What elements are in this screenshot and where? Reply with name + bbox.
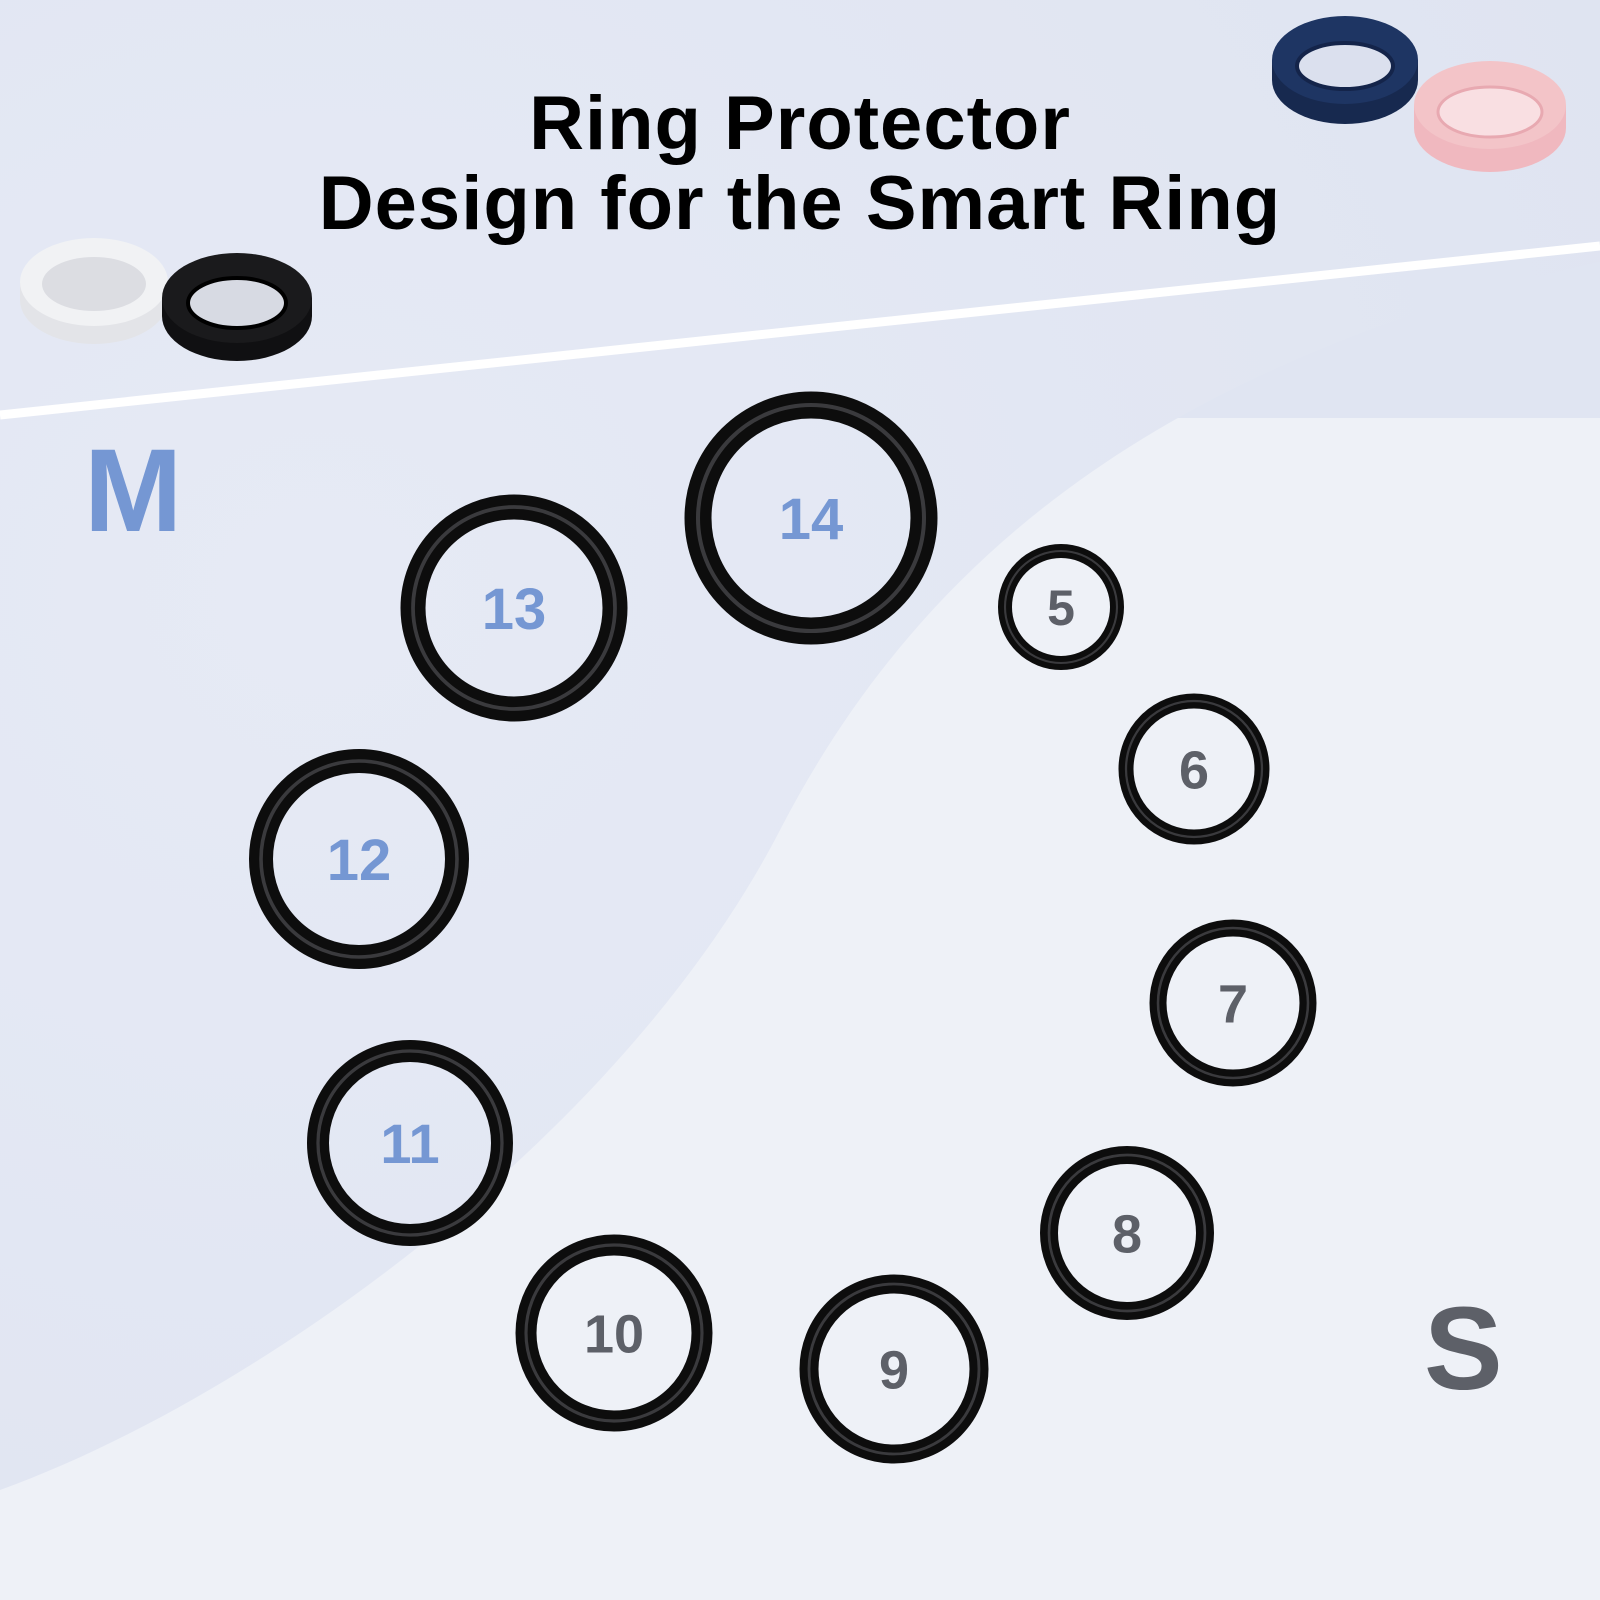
ring-size-label: 9 [879,1340,909,1400]
navy-ring-product [1272,16,1418,124]
ring-size-11: 11 [307,1040,513,1246]
title-line-1: Ring Protector [529,81,1071,166]
black-ring-product [162,253,312,361]
ring-highlight [1124,699,1264,839]
ring-size-8: 8 [1040,1146,1214,1320]
title-line-2: Design for the Smart Ring [318,161,1282,246]
ring-highlight [524,1243,704,1423]
ring-size-label: 6 [1179,740,1209,800]
ring-highlight [1156,926,1310,1080]
ring-highlight [316,1049,504,1237]
ring-highlight [259,759,459,959]
ring-size-label: 12 [327,828,392,893]
divider-line [0,241,1600,420]
ring-size-7: 7 [1149,919,1317,1087]
ring-size-label: 7 [1218,974,1248,1034]
ring-highlight [695,402,927,634]
pink-ring-product [1414,61,1566,172]
group-label-s: S [1424,1283,1503,1415]
ring-highlight [807,1282,981,1456]
ring-size-14: 14 [684,391,938,645]
group-label-m: M [84,425,183,557]
ring-size-12: 12 [249,749,469,969]
ring-size-label: 5 [1047,580,1075,636]
ring-size-label: 14 [779,487,844,552]
ring-size-5: 5 [998,544,1124,670]
ring-size-label: 13 [482,577,547,642]
ring-size-10: 10 [515,1234,713,1432]
ring-highlight [1003,549,1119,665]
ring-size-label: 8 [1112,1204,1142,1264]
ring-size-label: 10 [584,1304,644,1364]
ring-size-6: 6 [1118,693,1270,845]
ring-highlight [1047,1153,1207,1313]
product-photo-white-black [20,238,312,361]
product-photo-navy-pink [1272,16,1566,172]
ring-highlight [411,505,617,711]
ring-size-label: 11 [380,1112,439,1175]
white-ring-product [20,238,168,344]
ring-size-9: 9 [799,1274,989,1464]
ring-size-diagram: 5 6 7 8 9 10 11 12 13 14 [249,391,1317,1464]
ring-size-13: 13 [400,494,628,722]
